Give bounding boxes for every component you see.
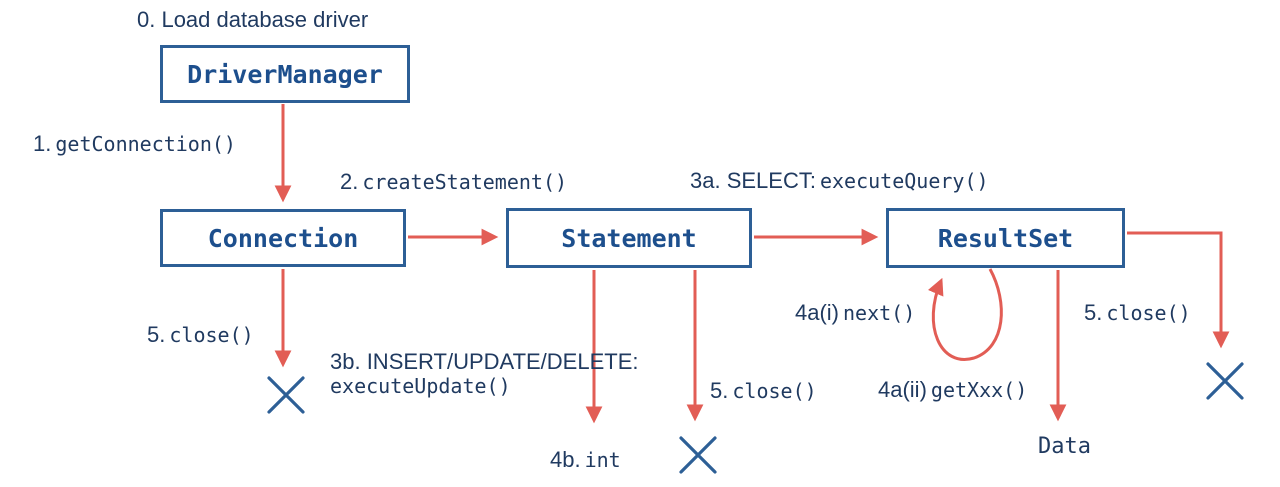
node-statement: Statement	[506, 208, 752, 268]
label-close-resultset: 5.close()	[1084, 300, 1191, 325]
label-execute-update: 3b. INSERT/UPDATE/DELETE: executeUpdate(…	[330, 349, 639, 398]
label-execute-query: 3a. SELECT:executeQuery()	[690, 168, 989, 193]
arrow-next-loop	[927, 268, 1003, 361]
close-x-resultset	[1206, 362, 1244, 400]
node-driver-manager-label: DriverManager	[187, 59, 383, 89]
node-resultset: ResultSet	[886, 208, 1125, 268]
label-get-xxx: 4a(ii)getXxx()	[878, 377, 1028, 402]
close-x-statement	[679, 436, 717, 474]
node-driver-manager: DriverManager	[160, 45, 410, 103]
label-data-result: Data	[1038, 434, 1091, 459]
node-connection-label: Connection	[207, 223, 359, 253]
label-get-connection: 1.getConnection()	[33, 131, 236, 156]
node-statement-label: Statement	[561, 223, 697, 253]
close-x-connection	[267, 376, 305, 414]
label-int-result: 4b.int	[550, 447, 621, 472]
label-next-loop: 4a(i)next()	[795, 300, 916, 325]
node-connection: Connection	[160, 209, 406, 267]
node-resultset-label: ResultSet	[937, 223, 1074, 253]
arrow-close-resultset	[1127, 231, 1230, 349]
label-create-statement: 2.createStatement()	[340, 169, 568, 194]
label-load-driver: 0. Load database driver	[137, 7, 369, 32]
label-close-connection: 5.close()	[147, 322, 254, 347]
label-close-statement: 5.close()	[710, 378, 817, 403]
